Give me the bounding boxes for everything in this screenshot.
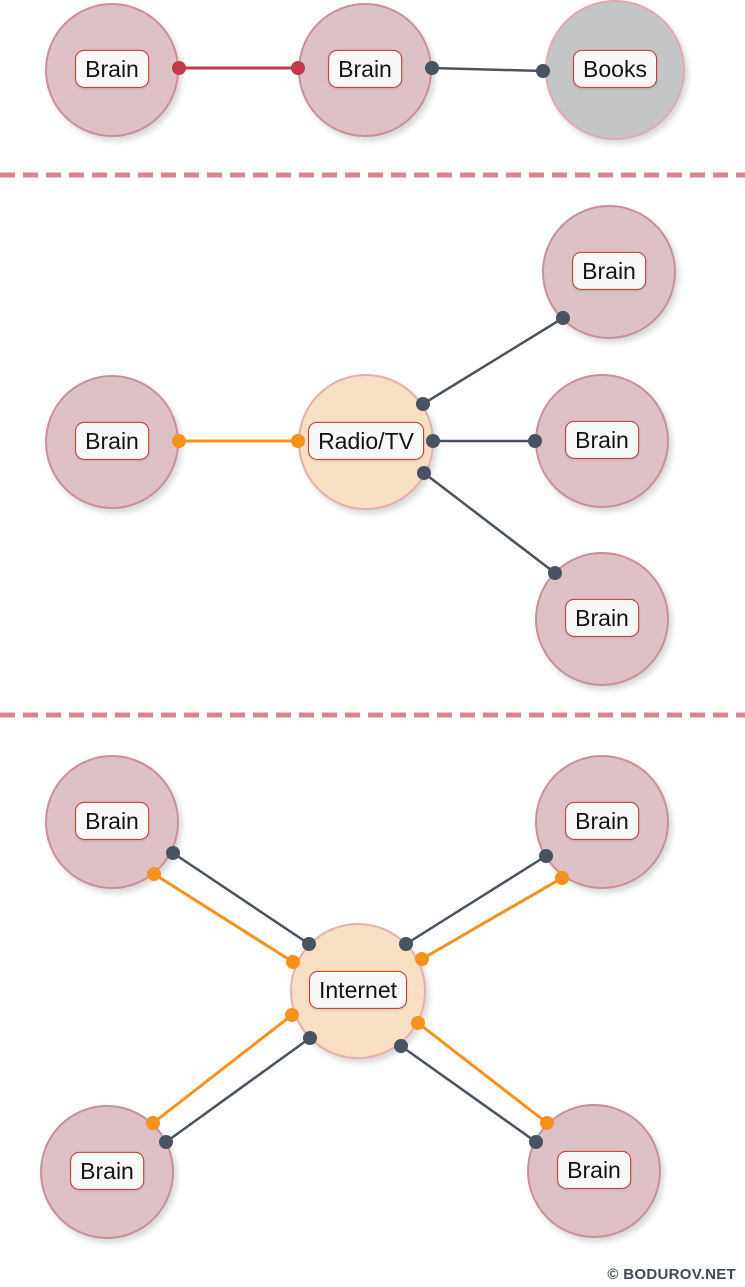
node-label-brain: Brain xyxy=(565,598,639,638)
node-label-radio-tv: Radio/TV xyxy=(308,421,424,461)
node-label-brain: Brain xyxy=(75,49,149,89)
node-label-brain: Brain xyxy=(75,421,149,461)
node-label-brain: Brain xyxy=(70,1151,144,1191)
node-label-brain: Brain xyxy=(75,801,149,841)
node-label-internet: Internet xyxy=(309,970,407,1010)
node-label-brain: Brain xyxy=(557,1150,631,1190)
watermark-text: © BODUROV.NET xyxy=(607,1266,736,1283)
node-label-brain: Brain xyxy=(565,801,639,841)
node-label-brain: Brain xyxy=(565,420,639,460)
node-label-brain: Brain xyxy=(328,49,402,89)
node-label-books: Books xyxy=(573,49,657,89)
node-label-brain: Brain xyxy=(572,251,646,291)
